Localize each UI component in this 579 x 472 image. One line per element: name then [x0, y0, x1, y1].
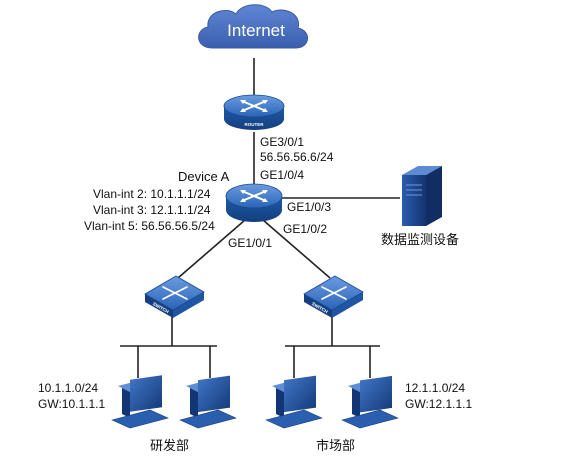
port-ge103-label: GE1/0/3 — [287, 200, 331, 214]
link-device-a-left-switch — [177, 219, 246, 279]
router-port-label: GE3/0/1 — [260, 135, 304, 149]
internet-cloud-icon: Internet — [198, 4, 308, 49]
pc-icon-right-1 — [265, 375, 323, 429]
left-subnet-label: 10.1.1.0/24 — [38, 381, 98, 395]
right-group-name: 市场部 — [316, 438, 355, 453]
pc-icon-right-2 — [341, 375, 399, 429]
left-group-name: 研发部 — [150, 438, 189, 453]
server-icon — [402, 166, 442, 226]
router-badge: ROUTER — [245, 122, 265, 127]
left-switch-icon: SWITCH — [144, 275, 205, 318]
port-ge101-label: GE1/0/1 — [228, 236, 272, 250]
vlan-int-2-label: Vlan-int 2: 10.1.1.1/24 — [93, 187, 211, 201]
pc-icon-left-2 — [179, 375, 237, 429]
monitor-device-label: 数据监测设备 — [381, 232, 459, 247]
right-gateway-label: GW:12.1.1.1 — [405, 397, 472, 411]
router-icon: ROUTER — [223, 94, 285, 130]
port-ge102-label: GE1/0/2 — [283, 222, 327, 236]
pc-icon-left-1 — [111, 375, 169, 429]
device-a-switch-icon — [225, 183, 283, 222]
device-a-title: Device A — [178, 169, 230, 184]
cloud-label: Internet — [227, 21, 285, 40]
vlan-int-3-label: Vlan-int 3: 12.1.1.1/24 — [93, 203, 211, 217]
vlan-int-5-label: Vlan-int 5: 56.56.56.5/24 — [84, 219, 215, 233]
right-subnet-label: 12.1.1.0/24 — [405, 381, 465, 395]
left-gateway-label: GW:10.1.1.1 — [38, 397, 105, 411]
link-device-a-right-switch — [262, 219, 331, 279]
router-ip-label: 56.56.56.6/24 — [260, 150, 334, 164]
port-ge104-label: GE1/0/4 — [260, 168, 304, 182]
right-switch-icon: SWITCH — [303, 275, 364, 318]
